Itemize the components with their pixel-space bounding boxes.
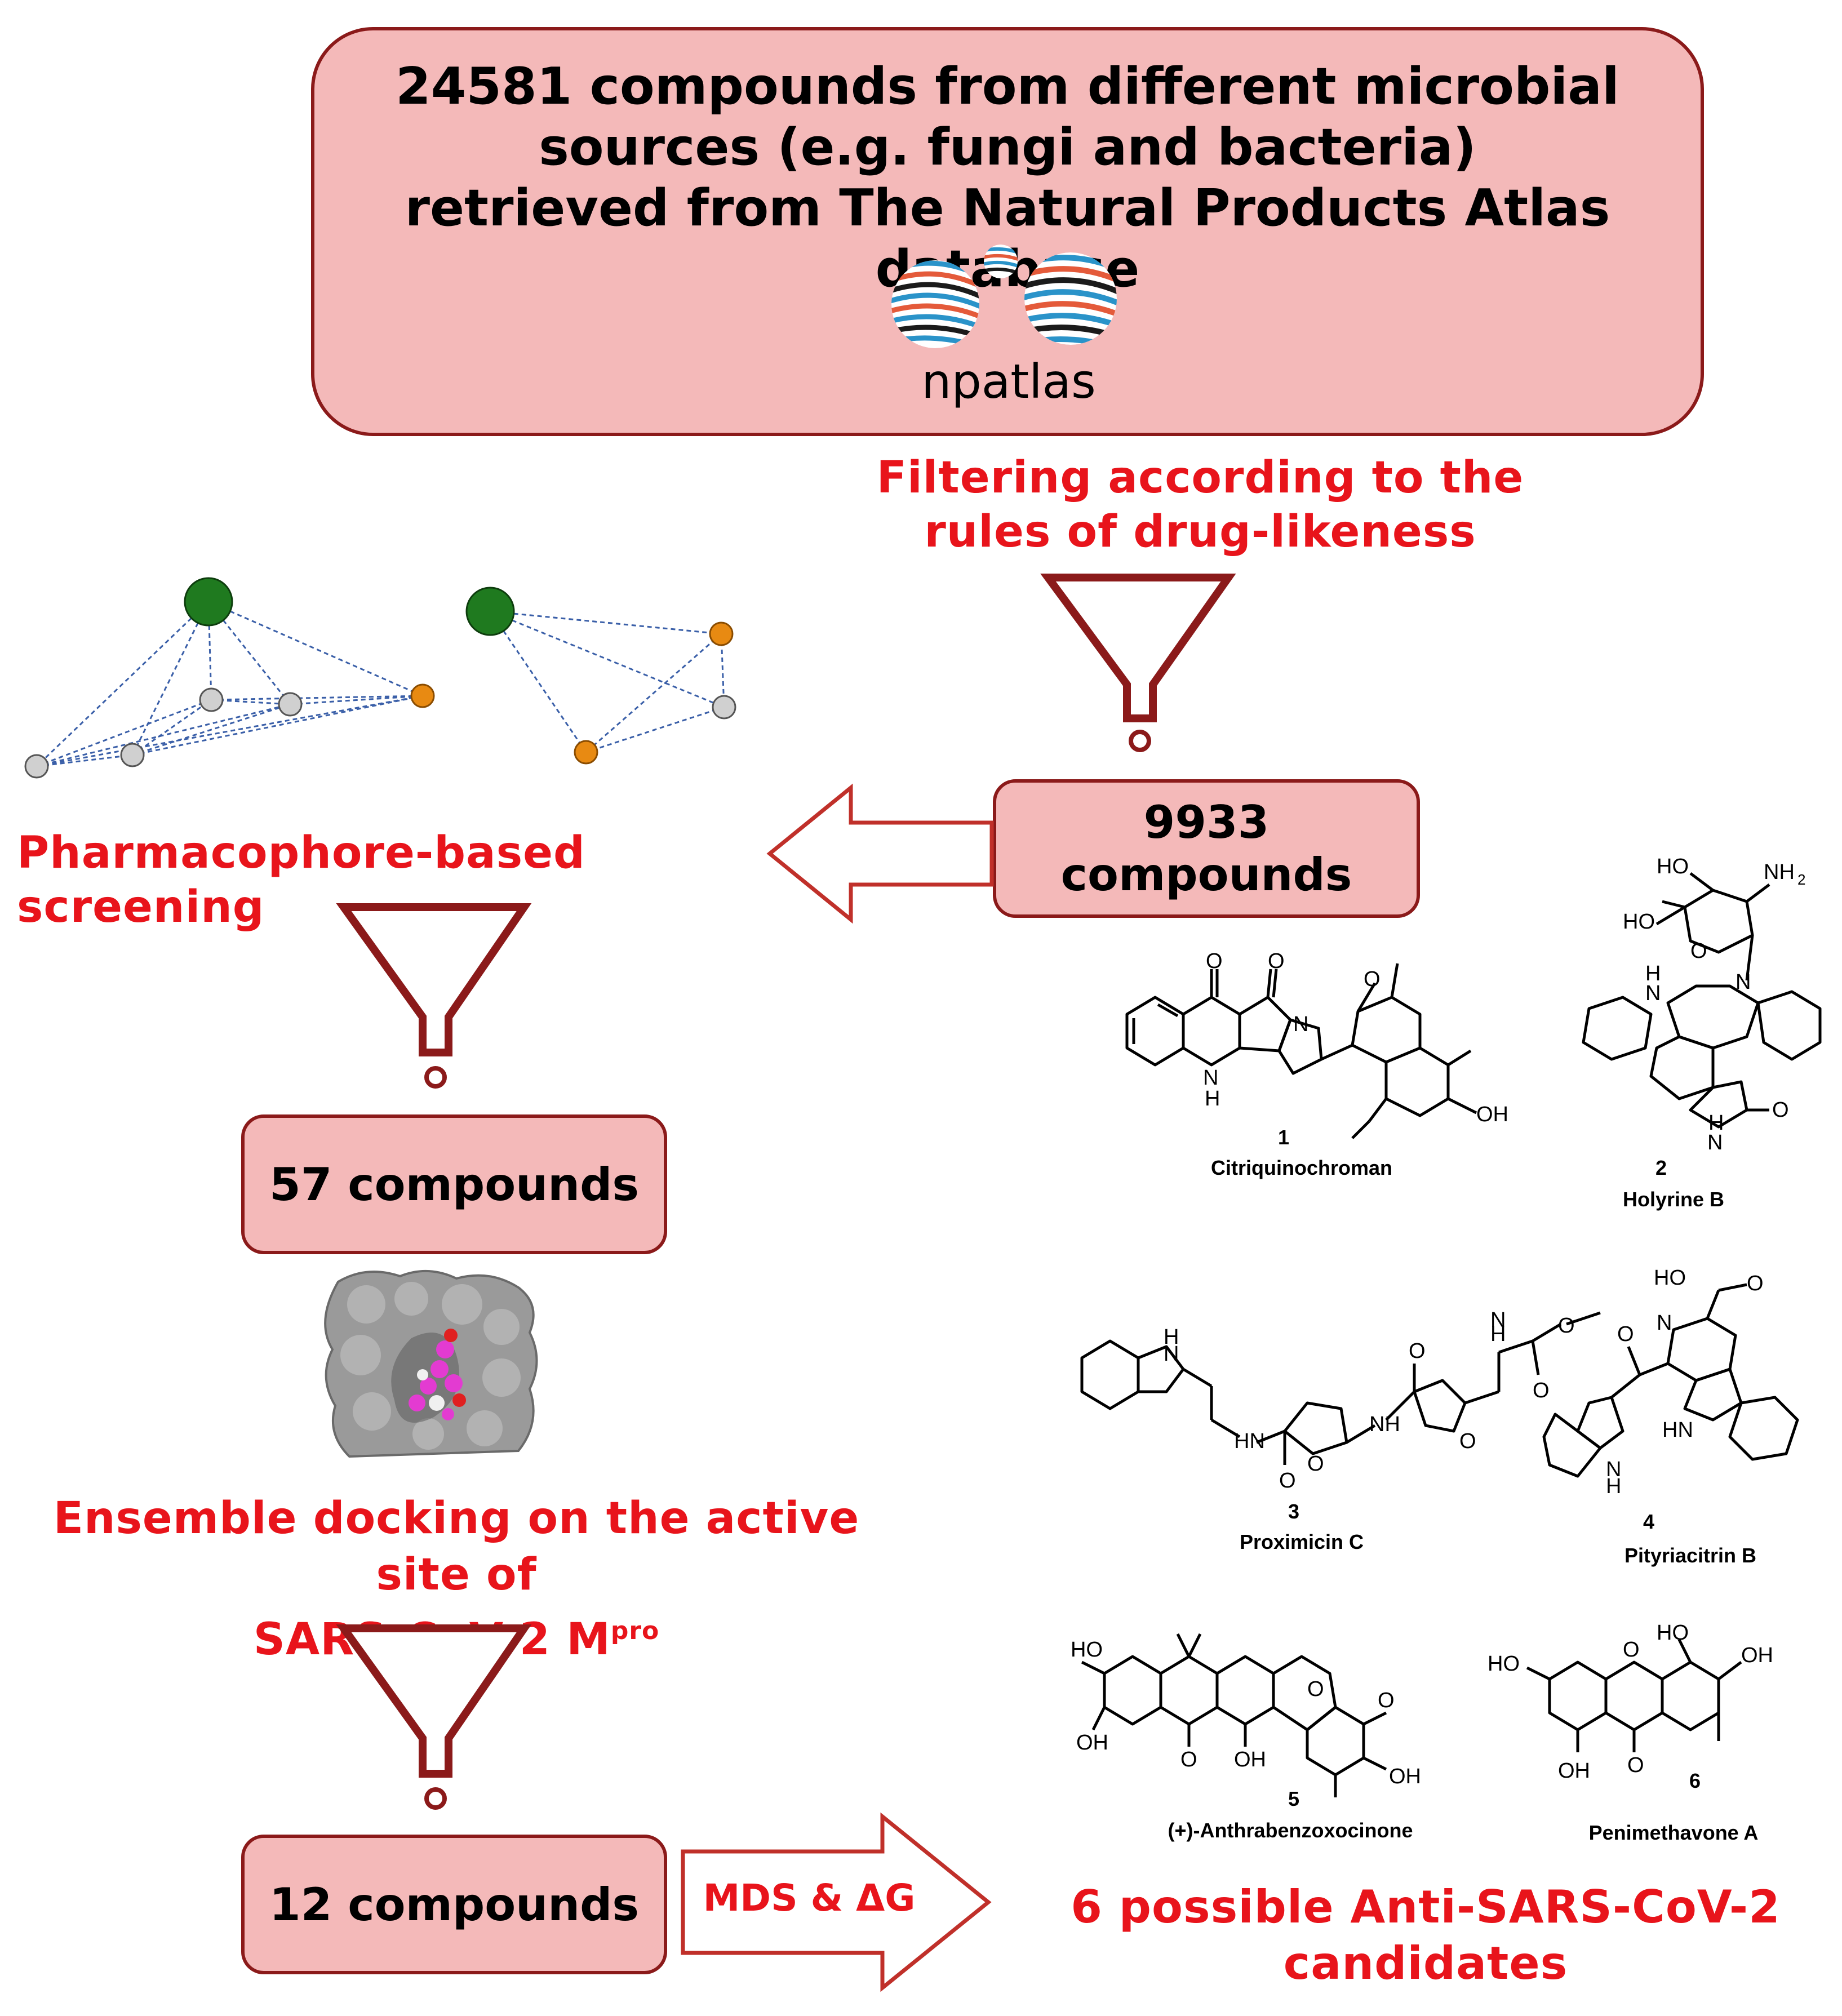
npatlas-logo [891,245,1117,348]
svg-text:N: N [1707,1131,1723,1154]
svg-text:HN: HN [1234,1429,1265,1453]
svg-text:O: O [1747,1272,1764,1295]
svg-text:H: H [1708,1111,1724,1135]
compound-4-number: 4 [1643,1510,1655,1533]
arrow-left-to-pharmacophore [766,783,994,924]
svg-text:O: O [1378,1689,1395,1712]
structure-anthrabenzoxocinone: HO OH O OH O O OH [1071,1633,1421,1797]
mds-arrow-label: MDS & ΔG [703,1876,916,1920]
svg-text:O: O [1690,939,1707,963]
funnel-icon-2 [336,903,532,1089]
svg-text:OH: OH [1476,1103,1508,1126]
svg-text:O: O [1627,1753,1644,1777]
svg-text:OH: OH [1076,1731,1108,1755]
svg-text:H: H [1645,962,1661,985]
svg-text:HO: HO [1657,1621,1689,1645]
svg-text:H: H [1205,1087,1220,1111]
svg-text:HO: HO [1071,1638,1103,1662]
svg-text:N: N [1293,1013,1308,1036]
funnel-icon-1 [1040,574,1236,752]
svg-text:HO: HO [1654,1266,1686,1290]
structure-proximicin-c: HN HNO ONH OO HN OO [1080,1308,1601,1493]
svg-text:N: N [1164,1342,1179,1366]
box-9933-compounds: 9933 compounds [993,779,1420,918]
svg-text:O: O [1617,1322,1634,1346]
funnel-icon-3 [336,1624,532,1810]
svg-text:O: O [1533,1379,1550,1402]
source-line-1: 24581 compounds from different microbial [396,57,1619,116]
svg-text:N: N [1606,1458,1621,1481]
svg-text:OH: OH [1389,1765,1421,1788]
box-57-compounds: 57 compounds [241,1114,667,1254]
svg-text:HO: HO [1623,910,1655,934]
svg-text:O: O [1307,1452,1324,1476]
svg-text:HO: HO [1488,1652,1520,1676]
compound-1-name: Citriquinochroman [1211,1156,1392,1179]
svg-text:O: O [1307,1677,1324,1701]
svg-text:N: N [1203,1066,1218,1090]
svg-text:O: O [1279,1469,1296,1493]
svg-text:O: O [1409,1339,1426,1363]
structure-penimethavone-a: HO O OH O HO OH [1488,1621,1773,1783]
svg-text:N: N [1645,982,1661,1005]
svg-text:O: O [1206,949,1223,973]
svg-text:N: N [1657,1311,1672,1335]
svg-text:O: O [1180,1748,1197,1771]
compound-1-number: 1 [1278,1126,1290,1149]
compound-6-number: 6 [1689,1769,1701,1792]
compound-3-number: 3 [1288,1500,1300,1523]
protein-surface-image [324,1269,538,1458]
filter-drug-likeness-label: Filtering according to the rules of drug… [876,452,1524,557]
svg-text:N: N [1490,1308,1506,1332]
compound-4-name: Pityriacitrin B [1624,1544,1757,1567]
compound-5-name: (+)-Anthrabenzoxocinone [1168,1819,1413,1842]
svg-text:H: H [1164,1325,1179,1349]
svg-text:HO: HO [1657,855,1689,878]
compound-2-name: Holyrine B [1622,1188,1725,1211]
npatlas-logo-text: npatlas [921,354,1096,409]
compound-3-name: Proximicin C [1239,1530,1364,1553]
svg-text:NH: NH [1369,1413,1400,1436]
pharmacophore-model-1 [24,577,435,779]
box-12-compounds: 12 compounds [241,1835,667,1974]
svg-text:N: N [1736,970,1751,994]
svg-text:O: O [1772,1098,1789,1122]
source-line-2: sources (e.g. fungi and bacteria) [539,118,1476,177]
mds-arrow [681,1812,992,1992]
result-candidates-label: 6 possible Anti-SARS-CoV-2 candidates [1071,1881,1781,1990]
svg-text:OH: OH [1234,1748,1266,1771]
docking-label: Ensemble docking on the active site of S… [53,1493,860,1665]
svg-text:NH: NH [1764,860,1795,884]
svg-text:H: H [1490,1322,1506,1346]
svg-text:O: O [1268,949,1285,973]
pharmacophore-screening-label: Pharmacophore-based screening [17,828,585,932]
svg-text:HN: HN [1662,1418,1693,1442]
svg-text:OH: OH [1741,1644,1773,1667]
svg-text:O: O [1364,967,1381,991]
svg-text:O: O [1623,1638,1640,1662]
pharmacophore-model-2 [465,587,736,765]
svg-text:O: O [1459,1429,1476,1453]
svg-text:H: H [1606,1475,1621,1498]
svg-text:2: 2 [1797,871,1805,888]
compound-5-number: 5 [1288,1787,1300,1810]
compound-2-number: 2 [1655,1156,1667,1179]
svg-text:O: O [1558,1314,1575,1338]
svg-text:OH: OH [1558,1759,1590,1783]
compound-6-name: Penimethavone A [1588,1821,1759,1844]
